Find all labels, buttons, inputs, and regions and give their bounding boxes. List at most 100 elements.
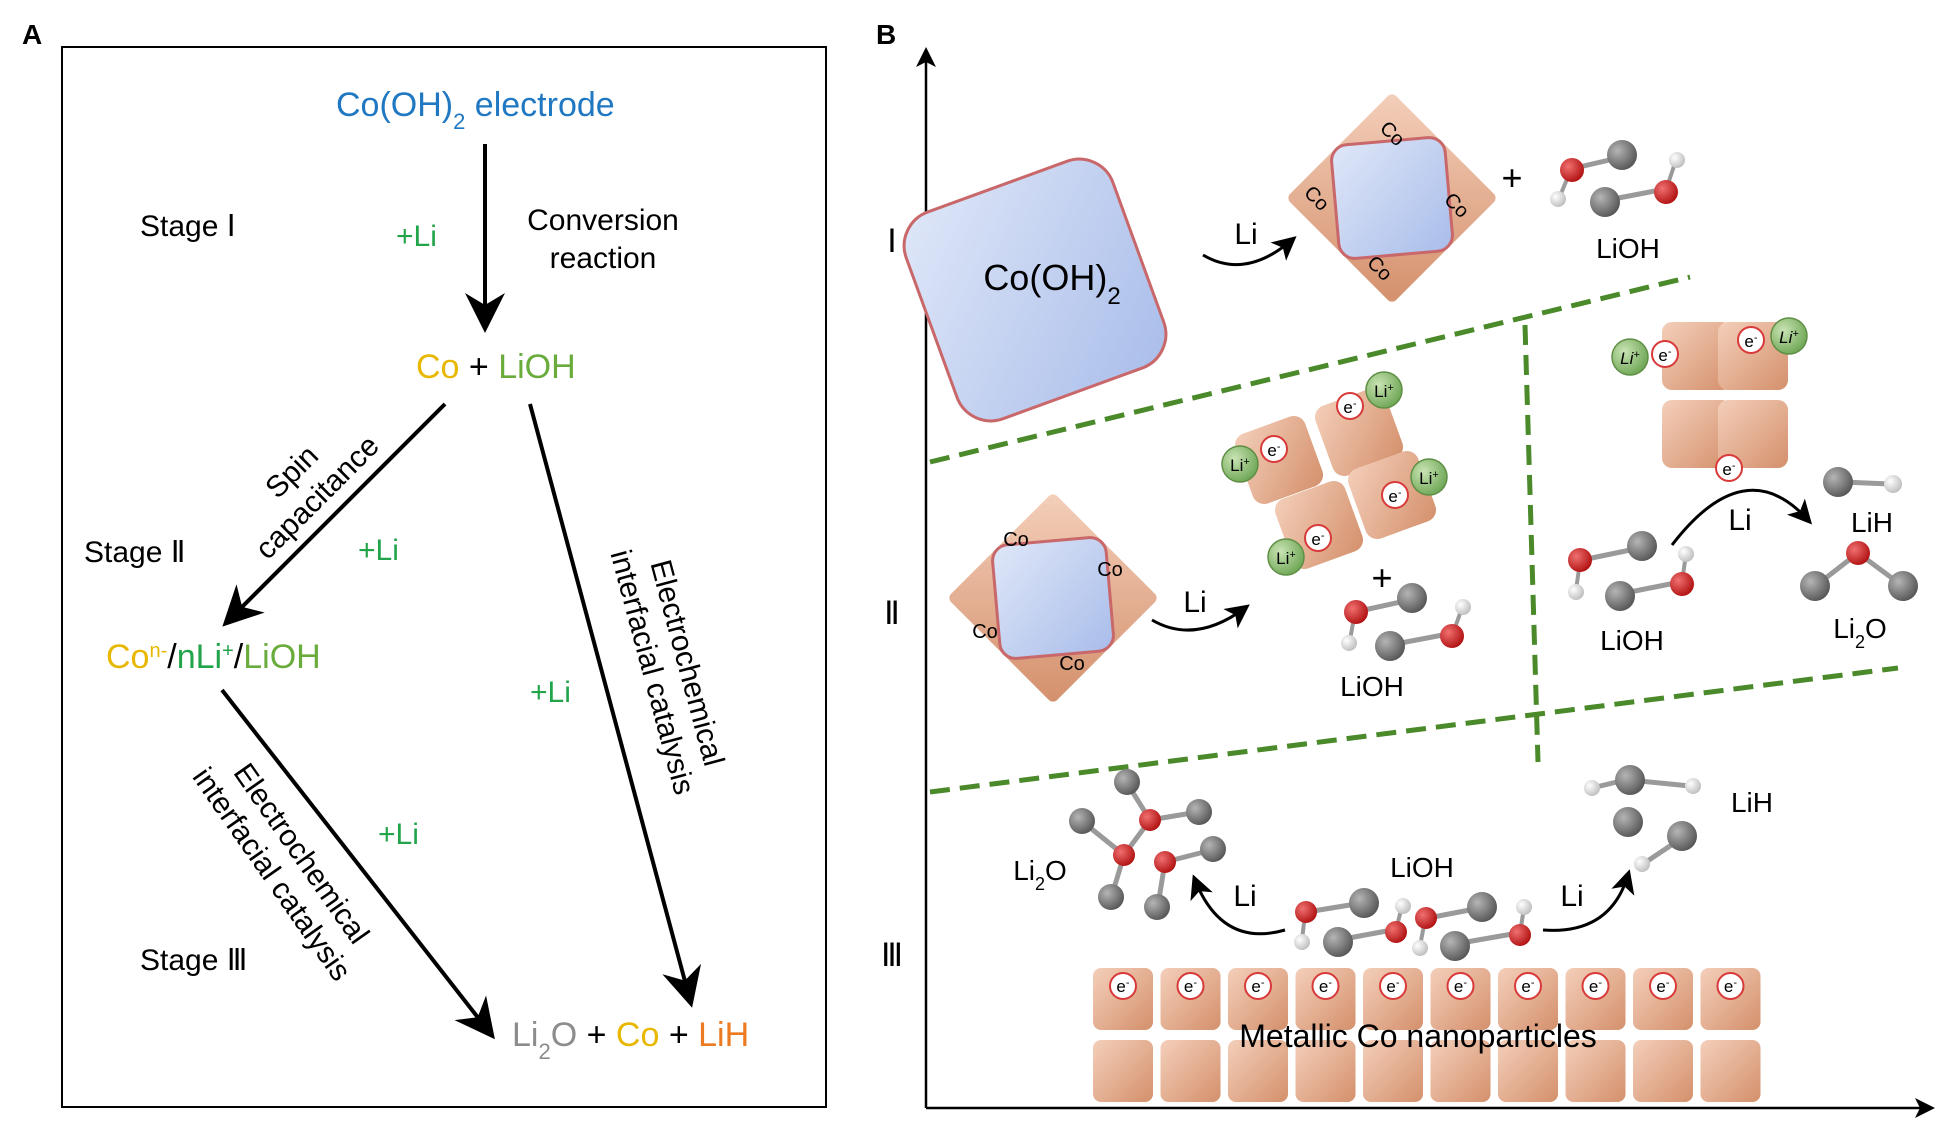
cube-cluster-ii-right [1662,322,1788,468]
svg-text:e-: e- [1311,530,1324,549]
electron-label: e- [1184,977,1197,996]
plus-li-1: +Li [396,220,437,253]
electron-marker [1176,972,1205,1000]
curve-arrow-ii-right [1670,488,1813,546]
core-shell-particle-i [1288,94,1496,302]
core-shell-particle-ii [949,494,1157,702]
co-oh2-label: Co(OH)2 [983,257,1120,310]
co-nanoparticle-cell [1228,1040,1288,1102]
stage-roman-1: Ⅰ [887,223,896,259]
electron-marker [1514,972,1542,1000]
electron-marker [1649,972,1677,1000]
li2o-label-ii: Li2O [1833,613,1887,652]
co-label-ii-2: Co [1097,559,1123,581]
electron-label: e- [1251,977,1264,996]
curve-arrow-ii [1151,604,1250,632]
svg-text:Li+: Li+ [1374,382,1394,401]
lih-molecule-ii [1823,467,1902,497]
electron-marker [1379,972,1407,1000]
co-nanoparticle-cell [1093,1040,1153,1102]
lioh-molecule-ii-right [1568,531,1694,611]
charges-ii: e- Li+ e- Li+ e- Li+ e- Li+ [1221,371,1448,576]
li-label-ii-right: Li [1728,504,1751,537]
conversion-label-1: Conversion [527,204,679,237]
lioh-label-i: LiOH [1596,233,1660,264]
lih-molecules-iii [1584,765,1701,872]
charges-ii-right: Li+ e- e- Li+ e- [1611,317,1808,482]
li2o-label-iii: Li2O [1013,855,1067,894]
li-label-iii-right: Li [1560,880,1583,913]
lih-label-iii: LiH [1731,787,1773,818]
electron-label: e- [1319,977,1332,996]
electron-label: e- [1589,977,1602,996]
li-label-ii: Li [1183,586,1206,619]
electron-label: e- [1116,977,1129,996]
lioh-label-ii: LiOH [1340,671,1404,702]
svg-text:Li+: Li+ [1779,328,1799,347]
electron-marker [1311,972,1340,1000]
svg-text:Li+: Li+ [1230,456,1250,475]
plus-i: + [1501,157,1522,198]
co-nanoparticle-cell [1633,1040,1693,1102]
arrow-eic-right [528,403,702,1008]
svg-text:Li+: Li+ [1620,349,1640,368]
co-nanoparticle-cell [1565,1040,1626,1102]
co-nanoparticle-cell [1160,1040,1221,1102]
boundary-1-2 [929,274,1691,465]
svg-text:e-: e- [1267,441,1280,460]
svg-text:e-: e- [1388,487,1401,506]
co-nanoparticle-cell [1498,1040,1558,1102]
co-nanoparticle-cell [1430,1040,1491,1102]
co-nanoparticle-cell [1700,1040,1761,1102]
stage-3-label: Stage Ⅲ [140,944,247,977]
plus-li-2: +Li [358,534,399,567]
split-cubes-ii [1234,387,1437,570]
electron-marker [1716,972,1745,1000]
co-label-ii-4: Co [1059,653,1085,675]
co-label-ii-1: Co [1003,529,1029,551]
co-n-composite: Con-/nLi+/LiOH [106,638,321,676]
co-oh2-block [902,157,1168,423]
electron-label: e- [1454,977,1467,996]
electron-label: e- [1724,977,1737,996]
stage-2-label: Stage Ⅱ [84,536,186,569]
li-label-iii-left: Li [1233,880,1256,913]
curve-arrow-iii-right [1542,869,1635,932]
stage-roman-2: Ⅱ [884,595,900,631]
electron-marker [1244,972,1272,1000]
svg-text:Li+: Li+ [1419,469,1439,488]
conversion-label-2: reaction [550,242,657,275]
svg-text:e-: e- [1343,398,1356,417]
li2o-cluster-iii [1069,769,1226,920]
metallic-co-grid: e-e-e-e-e-e-e-e-e-e- [1093,968,1761,1102]
lih-label-ii: LiH [1851,507,1893,538]
co-nanoparticle-cell [1295,1040,1356,1102]
panel-b-label: B [876,19,896,50]
panel-a-label: A [22,19,42,50]
electron-marker [1109,972,1137,1000]
li2o-molecule-ii [1800,541,1918,601]
metallic-co-label: Metallic Co nanoparticles [1239,1018,1597,1054]
panel-a: A Co(OH)2 electrode Stage Ⅰ +Li Conversi… [22,19,827,1108]
stage-roman-3: Ⅲ [881,937,903,973]
electron-label: e- [1521,977,1534,996]
panel-a-frame [61,46,827,1108]
electron-marker [1581,972,1610,1000]
panel-b: B Ⅰ Ⅱ Ⅲ Co(OH)2 Li Co Co Co Co + [876,19,1935,1118]
svg-text:e-: e- [1658,346,1671,365]
lioh-molecule-i [1550,140,1685,217]
electron-label: e- [1656,977,1669,996]
lioh-molecules-iii [1294,888,1532,961]
co-nanoparticle-cell [1363,1040,1423,1102]
arrow-eic-left [220,688,495,1040]
stage-1-label: Stage Ⅰ [140,210,236,243]
arrow-spin [222,402,447,627]
boundary-2-3 [929,665,1899,795]
electrode-title: Co(OH)2 electrode [336,86,615,134]
co-lioh: Co + LiOH [416,348,576,386]
lioh-label-iii: LiOH [1390,852,1454,883]
curve-arrow-iii-left [1190,874,1286,936]
curve-arrow-i [1202,236,1297,267]
lioh-label-ii-right: LiOH [1600,625,1664,656]
